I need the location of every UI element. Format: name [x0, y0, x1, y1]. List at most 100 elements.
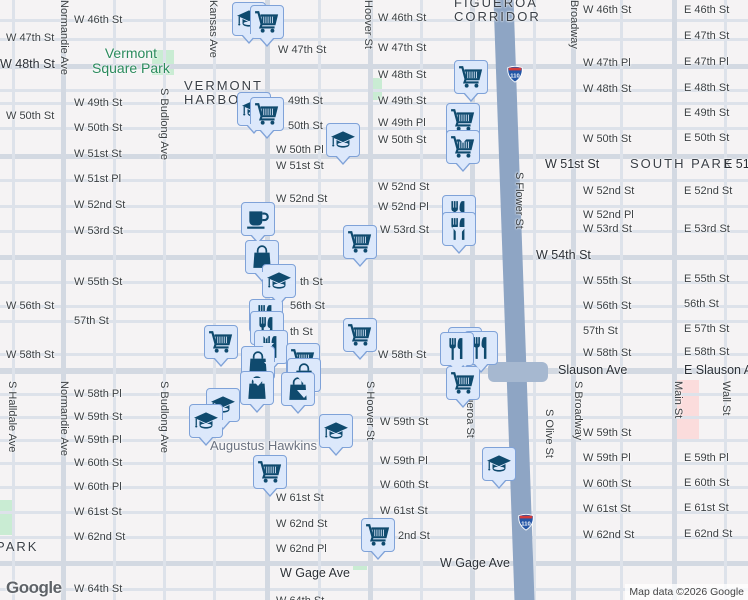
street-label-vertical: Wall St: [720, 381, 732, 416]
svg-text:110: 110: [510, 74, 520, 80]
road: [163, 0, 166, 600]
street-label-vertical: Kansas Ave: [207, 0, 219, 58]
label-line: HARBOR: [184, 92, 252, 107]
road: [0, 102, 748, 105]
street-label: W 58th St: [6, 349, 55, 361]
street-label: W 52nd St: [378, 181, 430, 193]
street-label: W 60th St: [74, 457, 123, 469]
street-label: W 60th St: [380, 479, 429, 491]
street-label: W 59th Pl: [74, 434, 122, 446]
street-label: E 49th St: [684, 107, 730, 119]
street-label: W 47th Pl: [583, 57, 631, 69]
street-label: W 50th St: [74, 122, 123, 134]
street-label: W 48th St: [0, 57, 55, 71]
road: [318, 0, 321, 600]
road: [0, 205, 748, 208]
map-attribution[interactable]: Map data ©2026 Google: [625, 584, 748, 600]
street-label: E 59th Pl: [684, 452, 729, 464]
street-label: E 46th St: [684, 4, 730, 16]
street-label: W 59th St: [74, 411, 123, 423]
street-label: W 49th St: [378, 95, 427, 107]
road: [0, 179, 748, 182]
street-label: W 50th St: [6, 110, 55, 122]
road: [0, 588, 748, 591]
street-label: W 46th St: [583, 4, 632, 16]
school-icon: [486, 451, 512, 477]
street-label: W 47th St: [278, 44, 327, 56]
poi-marker-school[interactable]: [482, 447, 516, 489]
road: [0, 154, 748, 159]
road: [113, 0, 116, 600]
street-label: 56th St: [684, 298, 719, 310]
street-label: W 52nd Pl: [378, 201, 429, 213]
street-label: W 62nd Pl: [276, 543, 327, 555]
street-label: W 62nd St: [583, 529, 635, 541]
shopping-cart-icon: [257, 459, 283, 485]
road: [420, 0, 423, 600]
shopping-cart-icon: [347, 322, 373, 348]
street-label: E 61st St: [684, 502, 729, 514]
street-label: W 52nd St: [276, 193, 328, 205]
street-label: W 50th St: [378, 134, 427, 146]
road: [0, 416, 748, 419]
street-label: W 64th St: [74, 583, 123, 595]
label-line: FIGUEROA: [454, 0, 538, 10]
poi-marker-shopping-cart[interactable]: [361, 518, 395, 560]
poi-marker-school[interactable]: [189, 404, 223, 446]
poi-marker-shopping-cart[interactable]: [204, 325, 238, 367]
road: [0, 127, 748, 130]
poi-marker-school[interactable]: [319, 414, 353, 456]
street-label-vertical: S Halldale Ave: [6, 381, 18, 453]
street-label: 56th St: [290, 300, 325, 312]
poi-marker-shopping-cart[interactable]: [454, 60, 488, 102]
vermont-square-park-label: Vermont Square Park: [92, 46, 170, 76]
street-label: W Gage Ave: [280, 566, 350, 580]
street-label: W 61st St: [74, 506, 122, 518]
street-label: 57th St: [74, 315, 109, 327]
street-label: W 52nd St: [74, 199, 126, 211]
street-label: W 61st St: [583, 503, 631, 515]
street-label: E 48th St: [684, 82, 730, 94]
road-w-gage-ave: [0, 561, 748, 566]
school-icon: [323, 418, 349, 444]
poi-marker-cafe[interactable]: [241, 202, 275, 244]
street-label: E Slauson A: [684, 363, 748, 377]
street-label: W 56th St: [583, 300, 632, 312]
street-label: 49th St: [288, 95, 323, 107]
street-label: W 52nd Pl: [583, 209, 634, 221]
street-label: W 46th St: [378, 12, 427, 24]
shopping-cart-icon: [347, 229, 373, 255]
street-label: W 58th Pl: [74, 388, 122, 400]
interstate-110-shield-icon: 110: [507, 65, 523, 83]
street-label: W 49th Pl: [378, 117, 426, 129]
street-label-vertical: Normandie Ave: [58, 381, 70, 457]
label-line: Vermont: [104, 45, 157, 61]
shopping-cart-icon: [208, 329, 234, 355]
street-label-vertical: S Budlong Ave: [158, 381, 170, 453]
street-label: E 47th St: [684, 30, 730, 42]
street-label: th St: [290, 326, 313, 338]
poi-marker-school[interactable]: [262, 264, 296, 306]
street-label: W 50th Pl: [276, 144, 324, 156]
street-label-vertical: Broadway: [568, 0, 580, 49]
road: [0, 89, 748, 92]
label-line: Square Park: [92, 60, 170, 76]
road: [620, 0, 623, 600]
poi-marker-school[interactable]: [326, 123, 360, 165]
street-label: E 50th St: [684, 132, 730, 144]
street-label-vertical: S Olive St: [543, 409, 555, 458]
shopping-bag-icon: [245, 350, 271, 376]
augustus-hawkins-school-label[interactable]: Augustus Hawkins: [210, 438, 317, 453]
poi-marker-shopping-cart[interactable]: [253, 455, 287, 497]
poi-marker-shopping-cart[interactable]: [343, 318, 377, 360]
street-label: W 55th St: [583, 275, 632, 287]
road: [0, 511, 748, 514]
south-park-label: SOUTH PARK: [630, 156, 734, 171]
poi-marker-shopping-cart[interactable]: [343, 225, 377, 267]
label-line: Augustus Hawkins: [210, 438, 317, 453]
street-label-vertical: S Flower St: [513, 172, 525, 229]
poi-marker-shopping-bag[interactable]: [240, 371, 274, 413]
street-label: W 55th St: [74, 276, 123, 288]
road-slauson-ave: [0, 368, 748, 374]
